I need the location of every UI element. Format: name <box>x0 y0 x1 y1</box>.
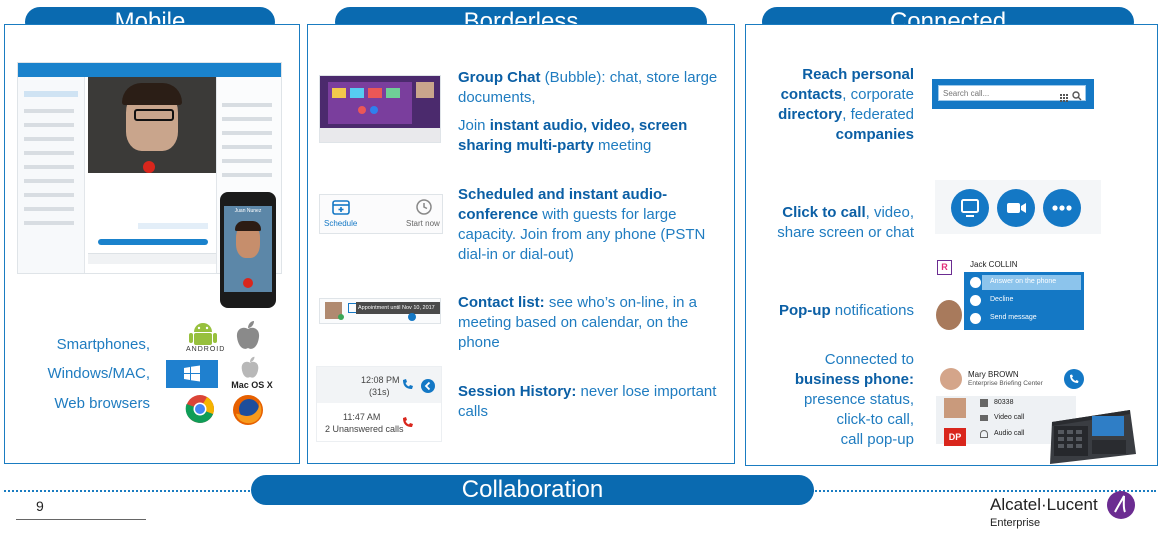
group-chat-screenshot <box>319 75 441 143</box>
incoming-call-icon <box>401 377 415 391</box>
grid-icon[interactable] <box>1060 89 1068 102</box>
divider-line-left <box>4 490 254 492</box>
missed-call-icon <box>401 415 415 429</box>
search-input[interactable] <box>938 85 1086 101</box>
answer-icon <box>970 277 981 288</box>
contact-list-item: Appointment until Nov 10, 2017 <box>319 298 441 324</box>
macos-label: Mac OS X <box>231 380 273 390</box>
schedule-widget: Schedule Start now <box>319 194 443 234</box>
answer-label[interactable]: Answer on the phone <box>990 278 1057 285</box>
windows-icon <box>166 360 218 388</box>
clock-icon <box>416 199 432 215</box>
popup-avatar <box>936 300 962 330</box>
answer-button[interactable] <box>982 275 1081 290</box>
firefox-icon <box>232 394 264 426</box>
macos-icon: Mac OS X <box>231 356 273 392</box>
play-icon[interactable] <box>421 379 435 393</box>
audio-call-option[interactable]: Audio call <box>994 430 1025 437</box>
device-windows-mac: Windows/MAC, <box>47 365 150 382</box>
business-phone-card: Mary BROWN Enterprise Briefing Center DP… <box>934 362 1088 446</box>
call-actions-bar <box>935 180 1101 234</box>
extension-number: 80338 <box>994 399 1014 406</box>
page-number: 9 <box>36 498 44 514</box>
join-meeting-text: Join instant audio, video, screen sharin… <box>458 117 688 154</box>
start-now-label[interactable]: Start now <box>406 219 440 228</box>
android-icon: ANDROID <box>186 320 224 356</box>
device-web-browsers: Web browsers <box>54 395 150 412</box>
history-time-1: 12:08 PM <box>361 375 400 385</box>
desk-phone-image <box>1046 396 1138 468</box>
schedule-label[interactable]: Schedule <box>324 219 358 228</box>
session-history-widget: 12:08 PM (31s) 11:47 AM 2 Unanswered cal… <box>316 366 442 442</box>
search-icon[interactable] <box>1072 88 1082 101</box>
chrome-icon <box>185 394 215 424</box>
send-message-label[interactable]: Send message <box>990 314 1037 321</box>
schedule-text: Scheduled and instant audio-conference w… <box>458 186 706 263</box>
popup-text: Pop-up notifications <box>778 302 914 319</box>
brand-name: Alcatel·Lucent <box>990 495 1098 514</box>
history-duration-1: (31s) <box>369 387 390 397</box>
send-message-icon <box>970 313 981 324</box>
contact-list-text: Contact list: see who’s on-line, in a me… <box>458 294 697 351</box>
calendar-icon <box>332 199 350 215</box>
video-icon <box>980 415 988 421</box>
video-call-option[interactable]: Video call <box>994 414 1025 421</box>
popup-notification: R Jack COLLIN Answer on the phone Declin… <box>934 256 1086 332</box>
device-smartphones: Smartphones, <box>56 336 150 353</box>
divider-line-right <box>812 490 1156 492</box>
call-button[interactable] <box>1064 369 1084 389</box>
smartphone-screenshot: Juan Nunez <box>220 192 276 308</box>
caller-name: Juan Nunez <box>234 208 262 214</box>
rainbow-logo-icon: R <box>937 260 952 275</box>
share-screen-button[interactable] <box>951 189 989 227</box>
apple-icon <box>234 320 264 352</box>
avatar <box>325 302 342 319</box>
phone-icon <box>980 399 988 407</box>
contact-name: Mary BROWN <box>968 370 1019 379</box>
history-unanswered: 2 Unanswered calls <box>325 424 404 434</box>
popup-caller-name: Jack COLLIN <box>970 260 1018 269</box>
search-bar <box>932 79 1094 109</box>
contact-avatar <box>940 368 962 390</box>
more-options-button[interactable] <box>1043 189 1081 227</box>
business-phone-text: Connected to business phone: presence st… <box>794 351 914 448</box>
history-time-2: 11:47 AM <box>343 412 381 422</box>
video-call-button[interactable] <box>997 189 1035 227</box>
decline-icon <box>970 295 981 306</box>
decline-label[interactable]: Decline <box>990 296 1014 303</box>
reach-contacts-text: Reach personal contacts, corporate direc… <box>778 66 914 143</box>
appointment-badge: Appointment until Nov 10, 2017 <box>356 302 440 314</box>
click-to-call-text: Click to call, video, share screen or ch… <box>777 204 914 241</box>
android-label: ANDROID <box>186 346 226 353</box>
header-collaboration: Collaboration <box>251 475 814 505</box>
dp-avatar: DP <box>944 428 966 446</box>
brand-sub: Enterprise <box>990 517 1041 529</box>
session-history-text: Session History: never lose important ca… <box>458 383 717 420</box>
contact-avatar-2 <box>944 398 966 418</box>
headset-icon <box>980 430 988 438</box>
group-chat-text: Group Chat (Bubble): chat, store large d… <box>458 69 718 106</box>
contact-org: Enterprise Briefing Center <box>968 380 1043 387</box>
page-number-underline <box>16 519 146 520</box>
alcatel-lucent-logo-icon <box>1106 490 1136 520</box>
